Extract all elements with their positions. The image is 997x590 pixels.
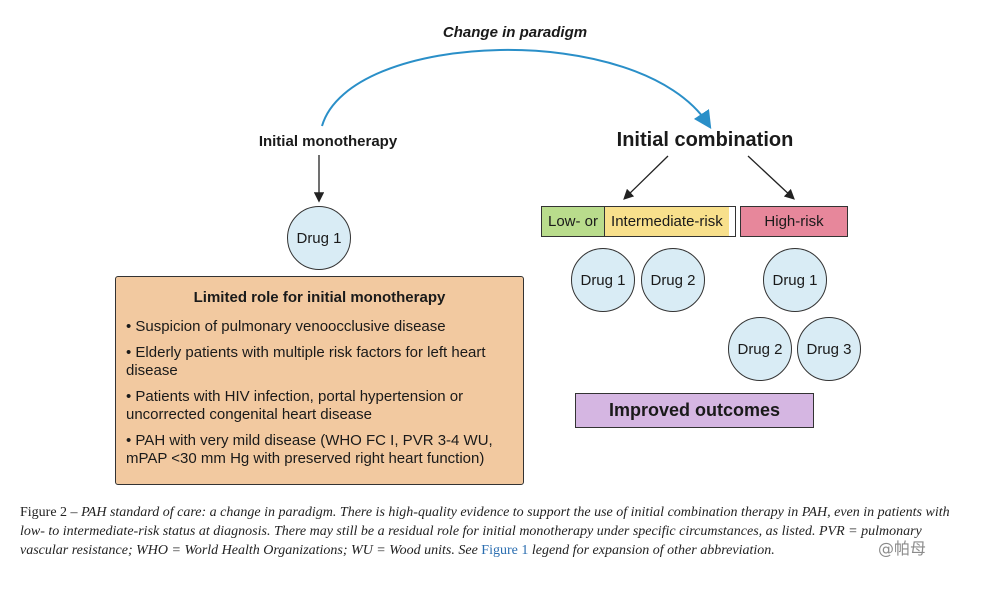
- paradigm-label: Change in paradigm: [442, 24, 588, 41]
- high-drug-3-node: Drug 3: [797, 317, 861, 381]
- limited-role-item: • Suspicion of pulmonary venoocclusive d…: [126, 318, 446, 335]
- intermediate-risk-label: Intermediate-risk: [605, 207, 729, 236]
- paradigm-arrow: [321, 48, 712, 130]
- improved-outcomes-box: Improved outcomes: [575, 393, 814, 428]
- combo-to-low-arrow: [623, 155, 669, 200]
- low-int-drug-2-node: Drug 2: [641, 248, 705, 312]
- watermark: @帕母: [878, 539, 927, 558]
- caption-tail: legend for expansion of other abbreviati…: [528, 543, 775, 558]
- combo-to-high-arrow: [747, 155, 795, 200]
- caption-lead: Figure 2 –: [20, 505, 82, 520]
- limited-role-box: Limited role for initial monotherapy • S…: [115, 276, 524, 485]
- high-drug-1-node: Drug 1: [763, 248, 827, 312]
- figure-caption: Figure 2 – PAH standard of care: a chang…: [20, 503, 970, 560]
- mono-drug-1-node: Drug 1: [287, 206, 351, 270]
- low-int-drug-1-node: Drug 1: [571, 248, 635, 312]
- low-risk-label: Low- or: [542, 207, 606, 236]
- limited-role-title: Limited role for initial monotherapy: [193, 289, 446, 306]
- low-intermediate-risk-box: Low- or Intermediate-risk: [541, 206, 736, 237]
- limited-role-item: • PAH with very mild disease (WHO FC I, …: [126, 432, 493, 467]
- initial-monotherapy-title: Initial monotherapy: [258, 133, 398, 150]
- caption-body: PAH standard of care: a change in paradi…: [20, 505, 950, 558]
- limited-role-item: • Elderly patients with multiple risk fa…: [126, 344, 486, 379]
- high-drug-2-node: Drug 2: [728, 317, 792, 381]
- high-risk-box: High-risk: [740, 206, 848, 237]
- initial-combination-title: Initial combination: [616, 129, 794, 151]
- figure-1-link[interactable]: Figure 1: [481, 543, 529, 558]
- limited-role-list: • Suspicion of pulmonary venoocclusive d…: [126, 318, 513, 468]
- limited-role-item: • Patients with HIV infection, portal hy…: [126, 388, 464, 423]
